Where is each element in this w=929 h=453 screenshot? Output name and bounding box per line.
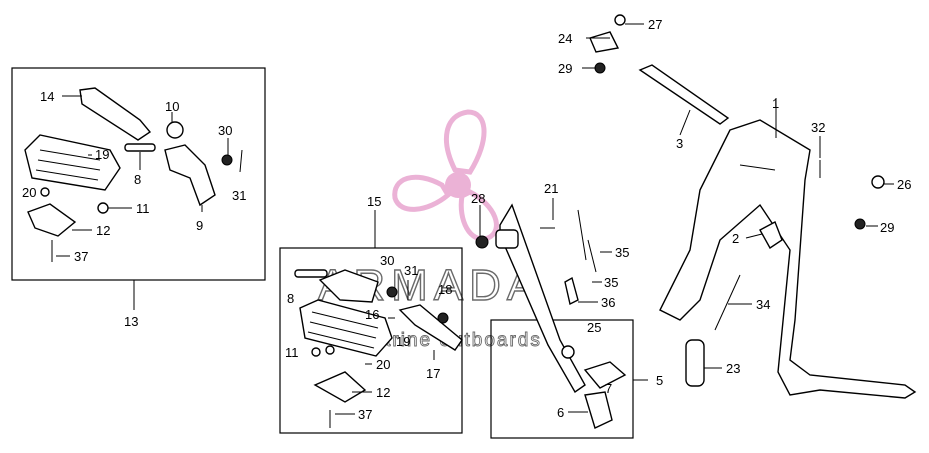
callout-27: 27 [648, 17, 662, 32]
callout-36: 36 [601, 295, 615, 310]
callout-35a: 35 [615, 245, 629, 260]
callout-8b: 8 [287, 291, 294, 306]
callout-18: 18 [438, 282, 452, 297]
footpeg-bracket-9 [164, 144, 216, 207]
callout-16: 16 [365, 307, 379, 322]
callout-34: 34 [756, 297, 770, 312]
nut-30-left [221, 154, 233, 166]
leader-lines [56, 23, 894, 415]
callout-32: 32 [811, 120, 825, 135]
nut-28 [475, 235, 489, 249]
spring-10 [166, 121, 184, 139]
callout-11: 11 [136, 201, 150, 216]
footpeg-arm-14 [79, 87, 152, 141]
pad-6 [584, 391, 613, 429]
callout-9: 9 [196, 218, 203, 233]
callout-5: 5 [656, 373, 663, 388]
bracket-7 [583, 361, 627, 389]
spring-36 [564, 276, 579, 306]
callout-6: 6 [557, 405, 564, 420]
side-stand-5 [495, 203, 586, 394]
center-stand-1 [659, 119, 917, 399]
washer-11-left [97, 202, 109, 214]
footpeg-bracket-right [318, 269, 379, 303]
callout-37: 37 [74, 249, 88, 264]
callout-25: 25 [587, 320, 601, 335]
callout-10: 10 [165, 99, 179, 114]
washer-11-right [311, 347, 321, 357]
callout-2: 2 [732, 231, 739, 246]
callout-13: 13 [124, 314, 138, 329]
footpeg-rubber-19-left [24, 134, 121, 191]
callout-12b: 12 [376, 385, 390, 400]
shaft-3 [638, 64, 730, 125]
callout-29: 29 [558, 61, 572, 76]
bracket-2 [759, 221, 783, 250]
bolt-27 [614, 14, 626, 26]
callout-21: 21 [544, 181, 558, 196]
callout-31: 31 [232, 188, 246, 203]
cap-20-right [325, 345, 335, 355]
callout-31b: 31 [404, 263, 418, 278]
callout-20: 20 [22, 185, 36, 200]
callout-17: 17 [426, 366, 440, 381]
callout-26: 26 [897, 177, 911, 192]
footpeg-arm-17 [398, 304, 463, 351]
nut-29-right [854, 218, 866, 230]
spring-34 [714, 274, 741, 331]
group-13-frame [11, 67, 266, 281]
callout-3: 3 [676, 136, 683, 151]
plate-12-right [313, 371, 367, 403]
cap-20-left [40, 187, 50, 197]
callout-37b: 37 [358, 407, 372, 422]
callout-35b: 35 [604, 275, 618, 290]
group-5-frame [490, 319, 634, 439]
callout-29b: 29 [880, 220, 894, 235]
callout-24: 24 [558, 31, 572, 46]
callout-23: 23 [726, 361, 740, 376]
footpeg-rubber-19-right [299, 299, 393, 357]
nut-29-top [594, 62, 606, 74]
propeller-logo-icon [392, 109, 499, 242]
callout-1: 1 [772, 96, 779, 111]
callout-30: 30 [218, 123, 232, 138]
pin-8-left [124, 143, 156, 152]
callout-7: 7 [605, 381, 612, 396]
nut-30-right [386, 286, 398, 298]
bolt-26 [871, 175, 885, 189]
bolt-25 [561, 345, 575, 359]
pin-8-right [294, 269, 328, 278]
callout-15: 15 [367, 194, 381, 209]
callout-12: 12 [96, 223, 110, 238]
plate-24 [589, 31, 620, 53]
callout-14: 14 [40, 89, 54, 104]
pipe-23 [685, 339, 705, 387]
callout-28: 28 [471, 191, 485, 206]
callout-labels: 14 10 30 19 8 31 20 11 9 12 37 13 15 30 … [22, 17, 911, 422]
nut-18 [437, 312, 449, 324]
callout-11b: 11 [285, 345, 299, 360]
callout-8: 8 [134, 172, 141, 187]
callout-30b: 30 [380, 253, 394, 268]
callout-19: 19 [95, 147, 109, 162]
plate-12-left [27, 203, 77, 237]
spring-35 [577, 209, 597, 273]
callout-20b: 20 [376, 357, 390, 372]
callout-19b: 19 [396, 334, 410, 349]
